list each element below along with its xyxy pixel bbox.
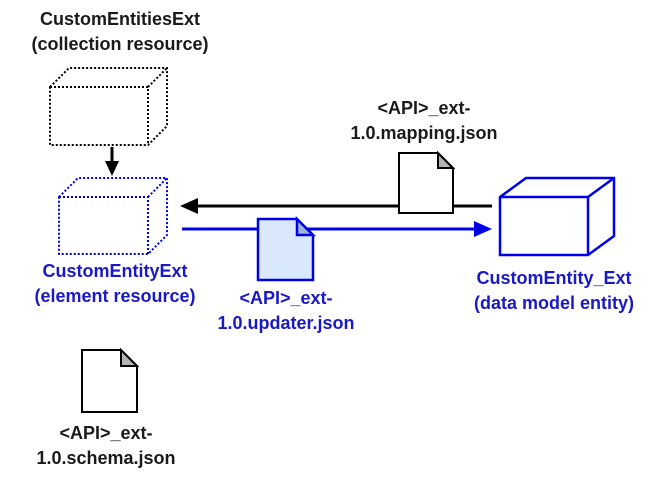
data-model-entity-label: CustomEntity_Ext (data model entity) [439,266,654,316]
collection-to-element-arrowhead [105,161,119,176]
mapping-doc-fold [437,150,456,169]
schema-json-label: <API>_ext- 1.0.schema.json [0,421,216,471]
updater-doc-icon [256,215,317,282]
element-resource-type: (element resource) [34,286,196,306]
collection-resource-name: CustomEntitiesExt [39,9,201,29]
element-resource-name: CustomEntityExt [42,261,188,281]
schema-json-name-line2: 1.0.schema.json [36,448,176,468]
updater-json-label: <API>_ext- 1.0.updater.json [176,286,396,336]
updater-json-name-line1: <API>_ext- [239,288,333,308]
collection-cube-outline [49,67,168,146]
data-model-entity-name: CustomEntity_Ext [476,268,632,288]
schema-doc-icon [81,347,140,413]
element-cube-inner-edges [59,177,168,254]
updater-json-name-line2: 1.0.updater.json [217,313,355,333]
schema-json-name-line1: <API>_ext- [59,423,153,443]
mapping-doc-icon [398,150,456,214]
updater-doc-fold [295,215,317,237]
element-resource-label: CustomEntityExt (element resource) [5,259,225,309]
entity-cube-icon [498,176,616,257]
collection-resource-label: CustomEntitiesExt (collection resource) [10,7,230,57]
updater-flow-arrow [182,221,492,237]
schema-doc-fold [120,347,140,367]
mapping-json-label: <API>_ext- 1.0.mapping.json [314,96,534,146]
collection-cube-inner-edges [50,67,168,145]
collection-to-element-arrow [105,147,119,176]
updater-flow-arrowhead [474,221,492,237]
mapping-flow-arrowhead [180,198,198,214]
entity-cube-inner-edges [500,176,615,255]
element-cube-icon [58,177,168,255]
mapping-json-name-line1: <API>_ext- [377,98,471,118]
mapping-json-name-line2: 1.0.mapping.json [350,123,498,143]
element-cube-outline [58,177,168,255]
collection-cube-icon [49,67,168,146]
collection-resource-type: (collection resource) [31,34,209,54]
entity-cube-outline [498,176,616,257]
data-model-entity-type: (data model entity) [473,293,634,313]
